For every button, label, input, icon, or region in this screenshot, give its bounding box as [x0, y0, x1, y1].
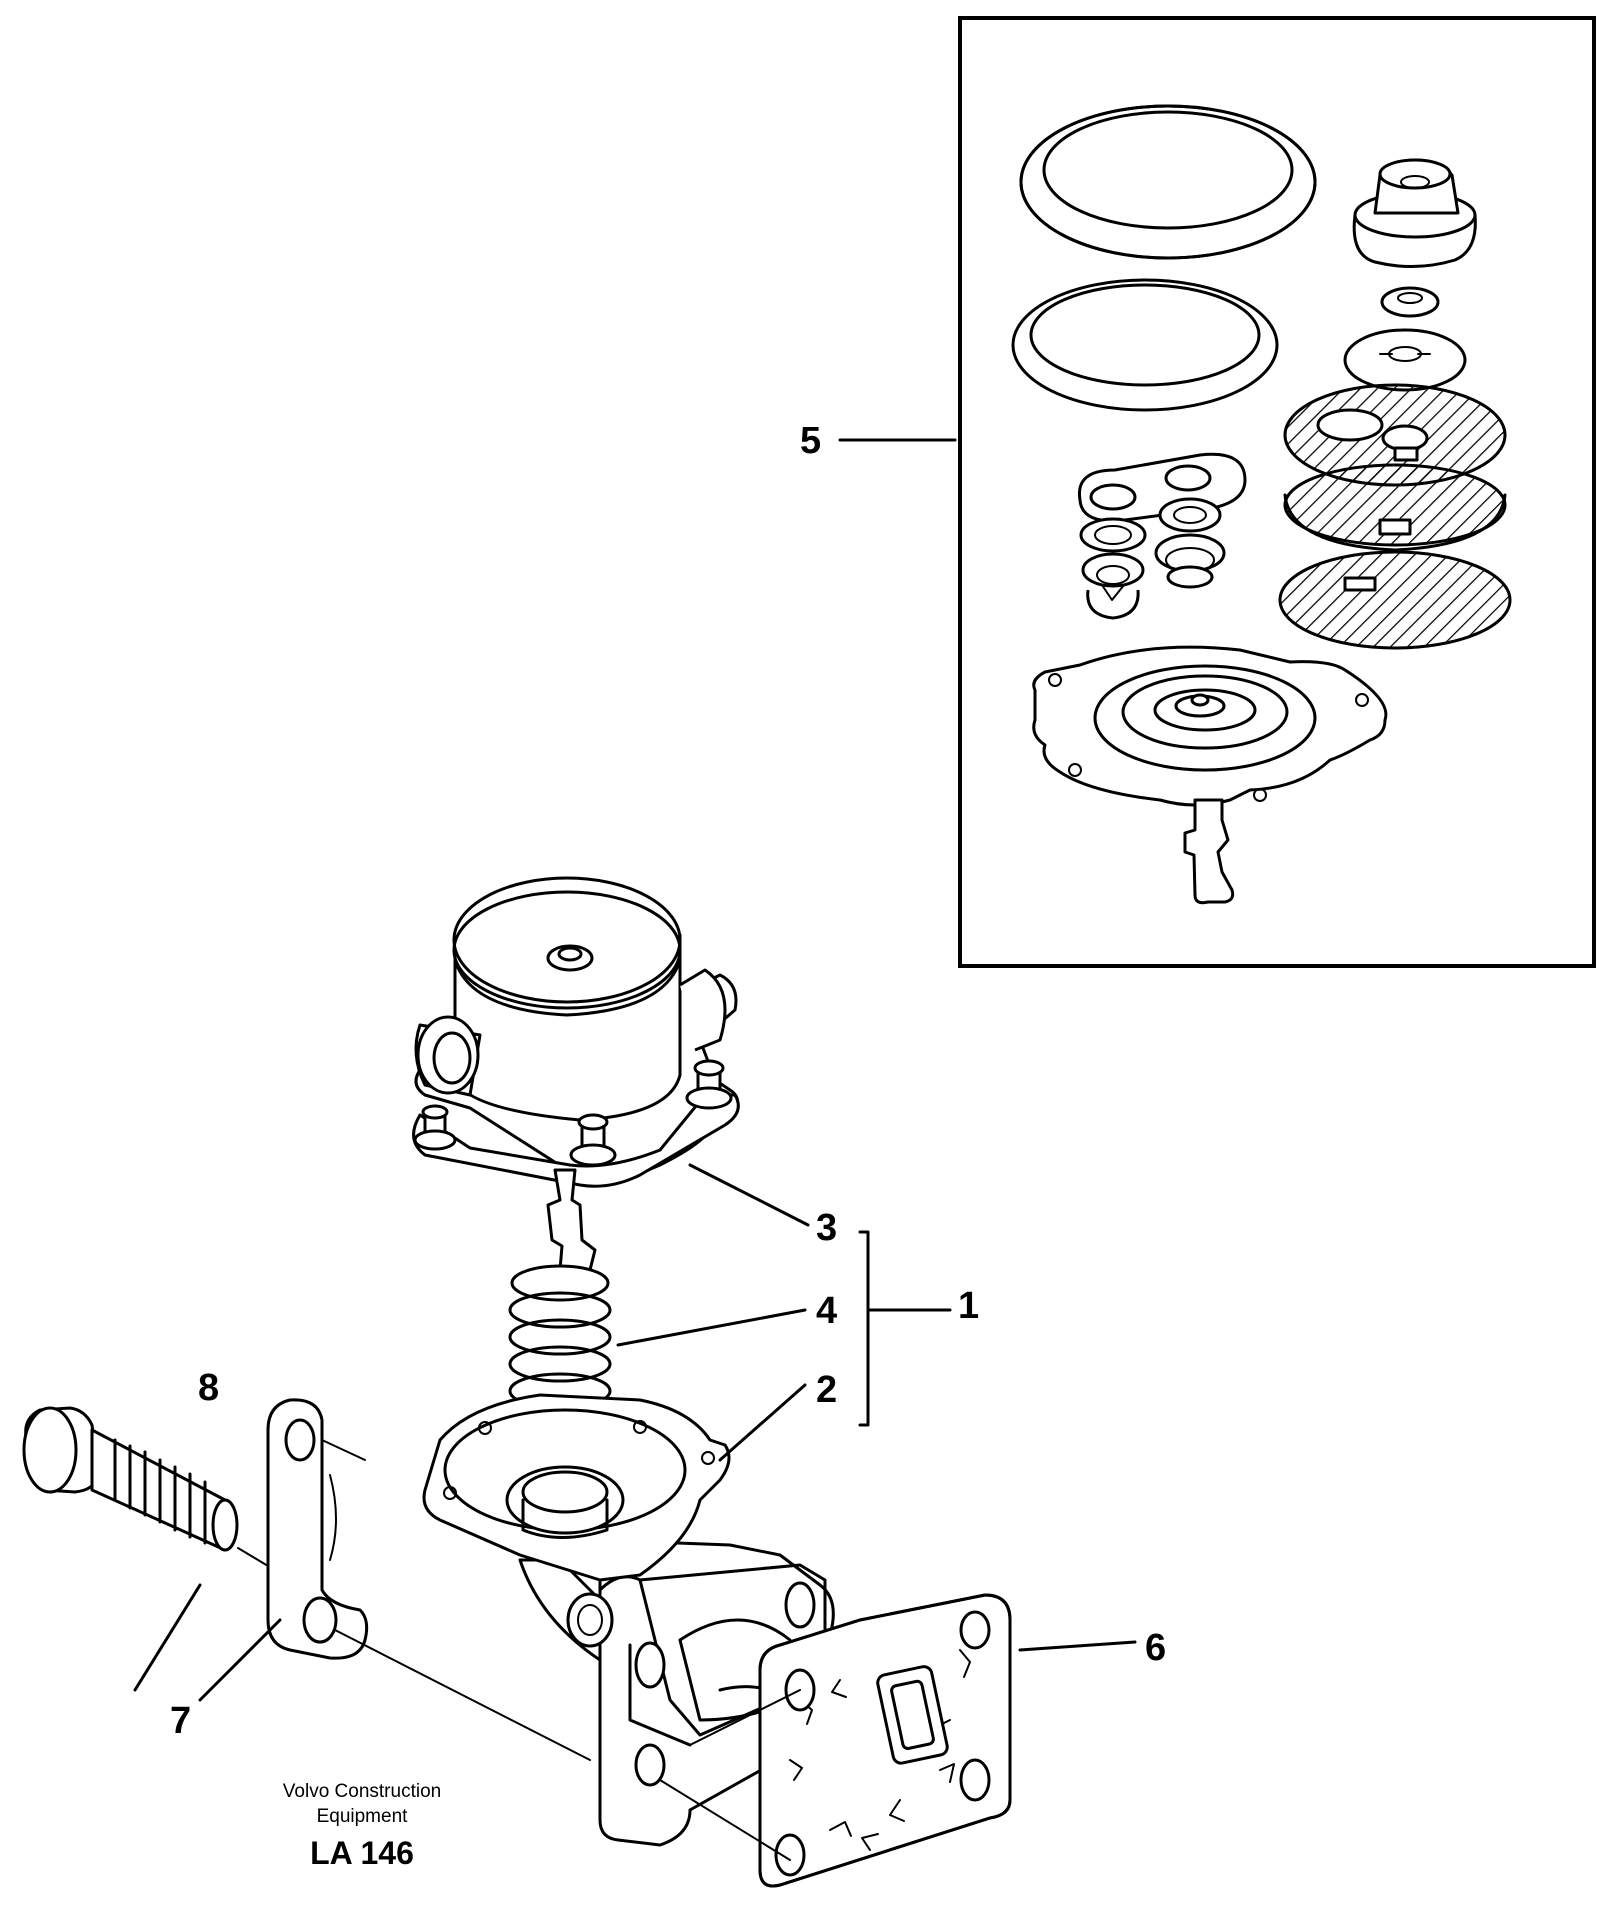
callout-1: 1 [958, 1285, 979, 1327]
kit-diaphragm-ring [1011, 278, 1279, 412]
kit-valve-disc [1343, 328, 1467, 392]
callout-5: 5 [800, 420, 821, 462]
callout-4: 4 [816, 1290, 837, 1332]
callout-7: 7 [170, 1700, 191, 1742]
kit-hatched-plate-2 [1283, 463, 1507, 552]
stamp-drawing-code: LA 146 [310, 1835, 414, 1871]
assembly-lines [237, 1439, 801, 1861]
stamp-company-line1: Volvo Construction [283, 1781, 441, 1802]
pump-gasket [758, 1593, 1012, 1888]
pump-spring [508, 1264, 612, 1437]
kit-hatched-plate-1 [1283, 383, 1507, 487]
pump-cover [412, 876, 740, 1188]
kit-large-seal-ring [1019, 104, 1317, 260]
pump-spacer-plate [266, 1398, 369, 1660]
callout-3: 3 [816, 1207, 837, 1249]
leader-lines [133, 438, 1137, 1702]
callout-8: 8 [198, 1367, 219, 1409]
kit-check-valves [1077, 452, 1247, 620]
pump-bolt [22, 1406, 239, 1552]
repair-kit-box [958, 16, 1596, 968]
kit-hatched-plate-3 [1278, 550, 1512, 650]
kit-lever [1183, 798, 1235, 905]
kit-small-washer [1380, 286, 1440, 318]
stamp-company-line2: Equipment [317, 1806, 409, 1827]
cover-screws [413, 1059, 733, 1167]
callout-2: 2 [816, 1369, 837, 1411]
callout-6: 6 [1145, 1627, 1166, 1669]
kit-valve-cap [1352, 158, 1477, 268]
kit-diaphragm-flange [1032, 645, 1388, 807]
